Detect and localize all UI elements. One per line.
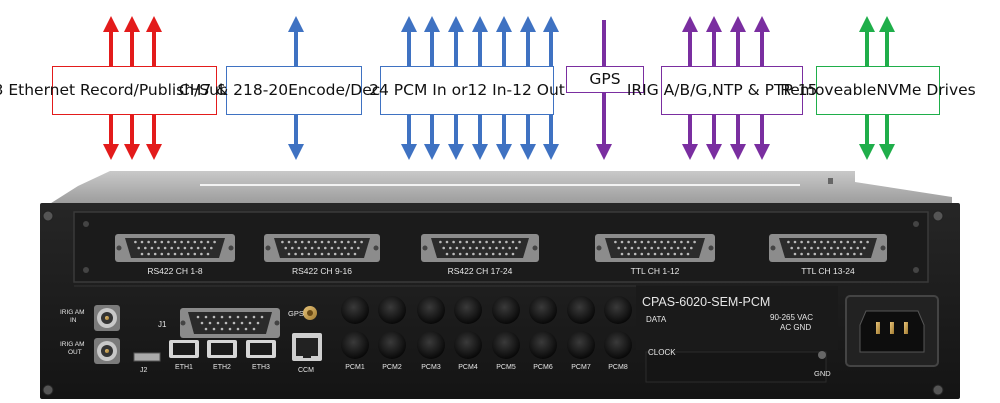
irig-in-label-2: IN [70,317,77,324]
connector-cap[interactable] [454,296,482,324]
pin [228,327,232,331]
dsub-label: TTL CH 13-24 [801,266,855,276]
connector-cap[interactable] [529,331,557,359]
pin [244,327,248,331]
gps-label: GPS [288,309,304,318]
irig-out-label-1: IRIG AM [60,341,85,348]
pin [236,315,240,319]
model-label: CPAS-6020-SEM-PCM [642,295,770,309]
clock-label: CLOCK [648,348,676,357]
connector-cap[interactable] [567,331,595,359]
vent-grille [645,351,827,383]
pin [196,315,200,319]
pin [244,315,248,319]
gps-connector[interactable] [303,306,317,320]
gnd-stud[interactable] [818,351,826,359]
pin [224,321,228,325]
ethernet-port[interactable] [207,340,237,358]
pcm-label: PCM6 [533,364,553,371]
pin [240,321,244,325]
pin [232,321,236,325]
pin [208,321,212,325]
bnc-irig-out[interactable] [94,338,120,364]
pcm-label: PCM2 [382,364,402,371]
label-gps: GPS [566,66,644,93]
pcm-label: PCM3 [421,364,441,371]
pcm-label: PCM5 [496,364,516,371]
pin [256,321,260,325]
pin [228,315,232,319]
connector-cap[interactable] [417,296,445,324]
pin [236,327,240,331]
dsub-connector[interactable] [595,234,715,262]
connector-cap[interactable] [604,331,632,359]
ccm-label: CCM [298,367,314,374]
pin [204,315,208,319]
pin [252,315,256,319]
pin [220,327,224,331]
irig-in-label-1: IRIG AM [60,309,85,316]
pin [200,321,204,325]
pcm-label: PCM8 [608,364,628,371]
irig-out-label-2: OUT [68,349,82,356]
dsub-label: TTL CH 1-12 [631,266,680,276]
pin [216,321,220,325]
chassis-lid [48,171,952,205]
pcm-label: PCM4 [458,364,478,371]
dsub-label: RS422 CH 9-16 [292,266,352,276]
connector-cap[interactable] [567,296,595,324]
connector-cap[interactable] [378,331,406,359]
pin [204,327,208,331]
dsub-connector[interactable] [115,234,235,262]
j2-label: J2 [140,367,148,374]
power-inlet[interactable] [845,295,939,367]
dsub-label: RS422 CH 17-24 [448,266,513,276]
power-label-1: 90-265 VAC [770,313,813,322]
screw [932,384,944,396]
j2-connector[interactable] [133,352,161,362]
connector-cap[interactable] [529,296,557,324]
ethernet-port[interactable] [246,340,276,358]
connector-cap[interactable] [417,331,445,359]
pcm-label: PCM7 [571,364,591,371]
connector-cap[interactable] [378,296,406,324]
ethernet-label: ETH3 [252,364,270,371]
data-label: DATA [646,315,667,324]
pin [248,321,252,325]
connector-cap[interactable] [454,331,482,359]
label-irig: IRIG A/B/G,NTP & PTP 1588 [627,66,837,115]
power-label-2: AC GND [780,323,811,332]
ethernet-label: ETH2 [213,364,231,371]
j1-label: J1 [158,320,167,329]
ethernet-label: ETH1 [175,364,193,371]
pin [212,315,216,319]
dsub-connector[interactable] [769,234,887,262]
pcm-label: PCM1 [345,364,365,371]
connector-cap[interactable] [604,296,632,324]
gnd-label: GND [814,369,831,378]
connector-cap[interactable] [492,296,520,324]
screw [42,384,54,396]
ccm-port[interactable] [292,333,322,361]
bnc-irig-in[interactable] [94,305,120,331]
screw [42,210,54,222]
screw [932,210,944,222]
dsub-connector[interactable] [264,234,380,262]
connector-cap[interactable] [341,296,369,324]
pin [220,315,224,319]
ethernet-port[interactable] [169,340,199,358]
pin [260,315,264,319]
pin [252,327,256,331]
pin [212,327,216,331]
dsub-label: RS422 CH 1-8 [147,266,203,276]
connector-cap[interactable] [492,331,520,359]
j1-connector[interactable] [180,308,280,338]
connector-cap[interactable] [341,331,369,359]
dsub-connector[interactable] [421,234,539,262]
